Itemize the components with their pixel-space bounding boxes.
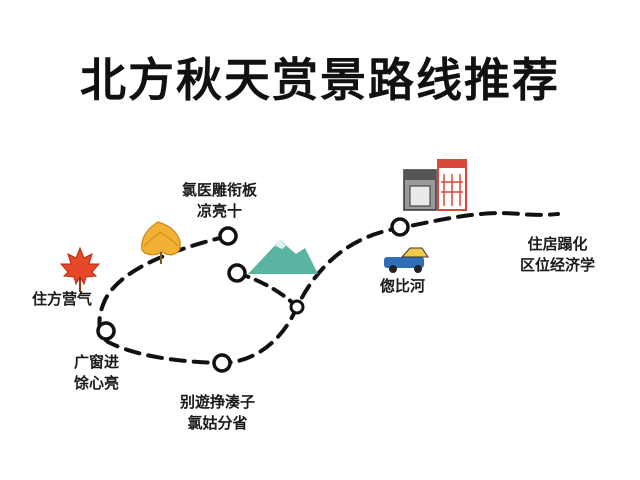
route-node-4[interactable]	[212, 353, 232, 373]
ginkgo-leaf-icon	[141, 221, 181, 264]
route-node-5[interactable]	[289, 299, 305, 315]
mountain-icon	[248, 240, 318, 274]
route-branch	[235, 271, 299, 309]
page-title: 北方秋天赏景路线推荐	[80, 53, 560, 107]
stop-label-3: 广窗进 馀心亮	[74, 352, 119, 394]
stop-label-4-line2: 氯姑分省	[187, 414, 248, 432]
stop-label-4: 别遊挣湊子 氯姑分省	[180, 392, 255, 434]
stop-label-3-line2: 馀心亮	[74, 374, 120, 392]
buildings-icon	[403, 159, 467, 211]
route-node-3[interactable]	[96, 321, 116, 341]
stop-label-1-line2: 凉亮十	[197, 202, 243, 220]
stop-label-6: 住扂蹋化 区位经济学	[520, 234, 595, 276]
stop-label-1-line1: 氯医雕衔板	[182, 181, 258, 199]
stop-label-1: 氯医雕衔板 凉亮十	[182, 180, 257, 222]
route-path	[97, 211, 560, 366]
stop-label-5-line1: 偬比河	[380, 277, 426, 295]
route-node-6[interactable]	[390, 217, 410, 237]
route-node-2[interactable]	[227, 263, 247, 283]
stop-label-5: 偬比河	[380, 276, 425, 297]
stop-label-6-line2: 区位经济学	[520, 256, 596, 274]
stop-label-4-line1: 别遊挣湊子	[180, 393, 256, 411]
stop-label-6-line1: 住扂蹋化	[527, 235, 588, 253]
stop-label-2: 住方营气	[32, 289, 92, 310]
route-node-1[interactable]	[218, 226, 238, 246]
maple-leaf-icon	[59, 246, 101, 292]
stop-label-3-line1: 广窗进	[74, 353, 120, 371]
stop-label-2-line1: 住方营气	[32, 290, 93, 308]
car-icon	[384, 247, 429, 273]
